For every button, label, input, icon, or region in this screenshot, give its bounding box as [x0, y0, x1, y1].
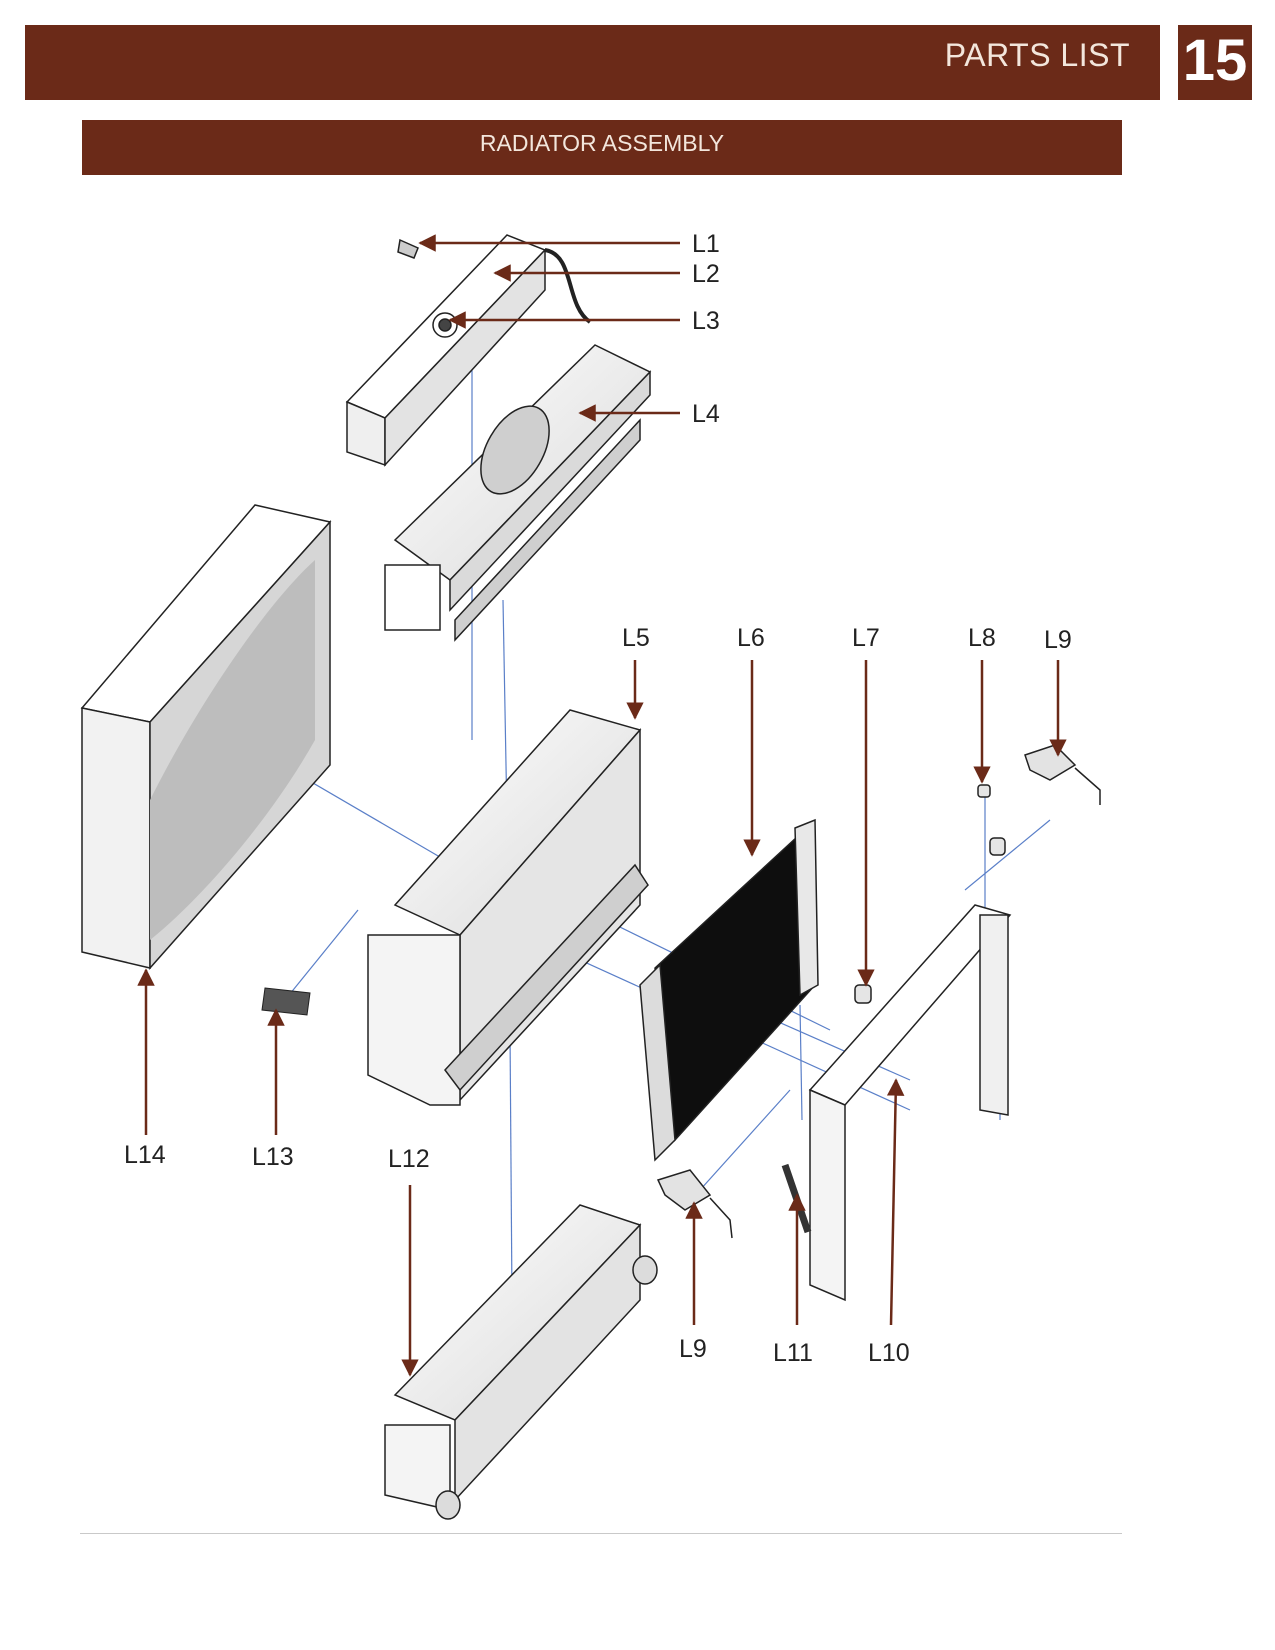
section-bar: RADIATOR ASSEMBLY [82, 120, 1122, 175]
callout-l1: L1 [692, 230, 720, 258]
page-title: PARTS LIST [944, 37, 1130, 73]
lower-tank-assembly [384, 1204, 658, 1520]
page-number: 15 [1182, 28, 1248, 93]
upper-tank-assembly [345, 234, 652, 642]
callout-l5: L5 [622, 624, 650, 652]
callout-l3: L3 [692, 307, 720, 335]
clip-l8 [977, 784, 991, 798]
page-number-box: 15 [1178, 25, 1252, 100]
support-frame [808, 904, 1012, 1302]
callout-l9-bottom: L9 [679, 1335, 707, 1363]
fan-shroud [80, 504, 332, 970]
callout-l7: L7 [852, 624, 880, 652]
small-parts [854, 784, 1006, 1004]
callout-l14: L14 [124, 1141, 166, 1169]
callout-l4: L4 [692, 400, 720, 428]
callout-l9-top: L9 [1044, 626, 1072, 654]
header-bar: PARTS LIST [25, 25, 1160, 100]
radiator-housing [367, 709, 649, 1106]
callout-l12: L12 [388, 1145, 430, 1173]
callout-l10: L10 [868, 1339, 910, 1367]
callout-l11: L11 [773, 1339, 813, 1367]
radiator-core [639, 818, 819, 1162]
spacer-l7 [854, 984, 872, 1004]
label-plate [261, 987, 311, 1016]
latches [656, 744, 1101, 1239]
callout-l6: L6 [737, 624, 765, 652]
callout-l13: L13 [252, 1143, 294, 1171]
callout-labels: L1 L2 L3 L4 L5 L6 L7 L8 L9 L9 L10 L11 L1… [124, 230, 1072, 1367]
callout-l8: L8 [968, 624, 996, 652]
bushing [989, 837, 1006, 856]
callout-l2: L2 [692, 260, 720, 288]
section-title: RADIATOR ASSEMBLY [479, 130, 725, 156]
callout-arrows [137, 234, 1067, 1377]
footer-rule [80, 1533, 1122, 1534]
